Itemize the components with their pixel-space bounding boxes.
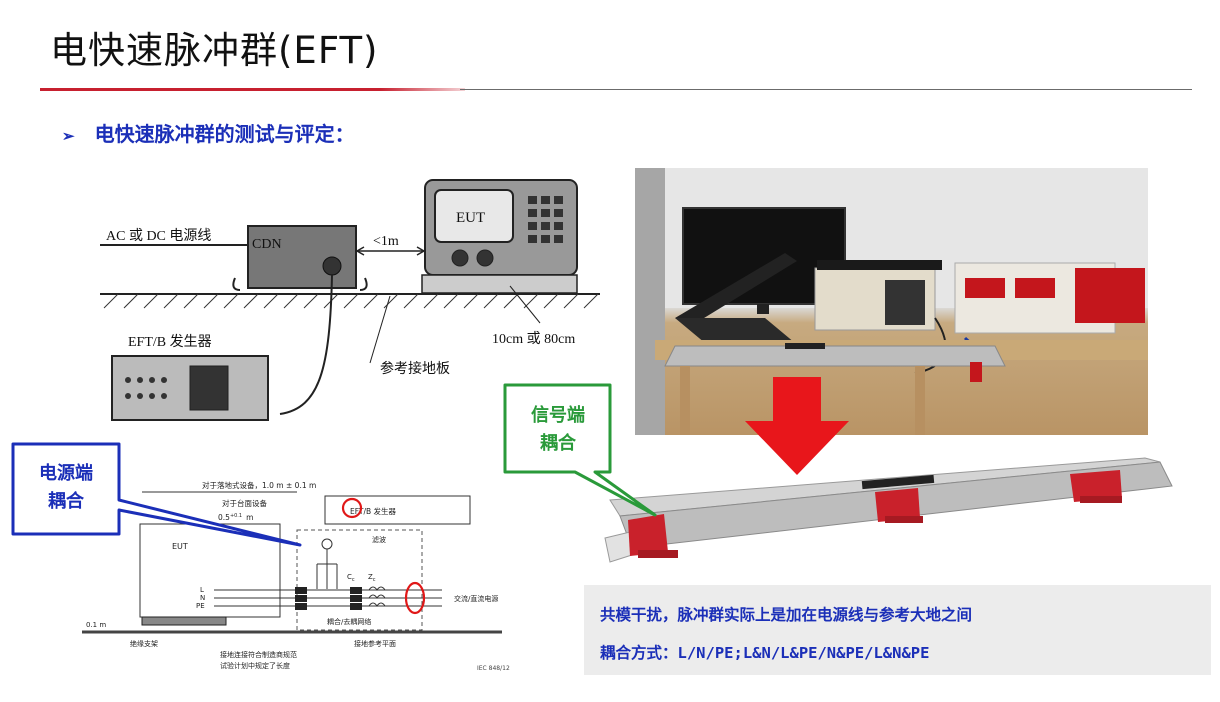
generator-label: EFT/B 发生器 <box>128 334 212 350</box>
power-callout-label: 电源端耦合 <box>39 463 93 512</box>
eut-block-label: EUT <box>172 542 188 551</box>
ac-dc-supply-label: 交流/直流电源 <box>454 594 498 603</box>
distance-label: <1m <box>373 234 399 249</box>
line-pe-label: PE <box>196 602 205 610</box>
note-line-2: 耦合方式：L/N/PE;L&N/L&PE/N&PE/L&N&PE <box>600 644 930 662</box>
eut-label: EUT <box>456 210 485 226</box>
test-setup-diagram: AC 或 DC 电源线 CDN <1m EUT 10cm 或 80c <box>100 168 600 430</box>
generator-block-label: EFT/B 发生器 <box>350 506 397 516</box>
floor-device-note: 对于落地式设备，1.0 m ± 0.1 m <box>202 480 316 490</box>
test-bench-photo <box>635 168 1148 435</box>
page-title: 电快速脉冲群(EFT) <box>50 29 379 72</box>
note1-label: 接地连接符合制造商规范 <box>220 650 297 659</box>
arrow-bullet-icon: ➢ <box>62 127 75 145</box>
terminal-highlight <box>404 581 426 615</box>
ground-ref-label: 接地参考平面 <box>354 639 396 648</box>
table-device-note: 对于台面设备 <box>222 498 267 508</box>
title-underline <box>460 89 1192 90</box>
note2-label: 试验计划中规定了长度 <box>220 661 290 670</box>
cdn-label: CDN <box>252 237 282 252</box>
note-line-1: 共模干扰，脉冲群实际上是加在电源线与参考大地之间 <box>600 606 973 624</box>
generator-highlight <box>341 497 363 519</box>
zc-label: Zc <box>368 573 376 583</box>
iec-label: IEC 848/12 <box>477 665 510 672</box>
cdn-block <box>296 529 423 631</box>
cdn-box <box>247 225 357 289</box>
coupling-clamp-image <box>600 440 1210 580</box>
signal-callout-label: 信号端耦合 <box>531 405 585 454</box>
note-box: 共模干扰，脉冲群实际上是加在电源线与参考大地之间 耦合方式：L/N/PE;L&N… <box>584 585 1211 675</box>
cc-label: Cc <box>347 573 355 583</box>
insulation-label: 绝缘支架 <box>130 639 158 648</box>
down-arrow-icon <box>745 377 849 475</box>
height-label-bottom: 0.1 m <box>86 621 106 629</box>
section-heading: ➢ 电快速脉冲群的测试与评定： <box>62 118 355 147</box>
filter-label: 滤波 <box>372 535 386 544</box>
ground-plate-label: 参考接地板 <box>380 360 450 377</box>
network-label: 耦合/去耦网络 <box>327 617 371 626</box>
title-underline-accent <box>40 88 465 91</box>
height-label: 10cm 或 80cm <box>492 331 575 347</box>
ac-line-label: AC 或 DC 电源线 <box>106 228 211 244</box>
line-n-label: N <box>200 594 205 602</box>
section-heading-text: 电快速脉冲群的测试与评定： <box>94 122 355 146</box>
generator-block <box>324 495 471 525</box>
line-l-label: L <box>200 586 204 594</box>
